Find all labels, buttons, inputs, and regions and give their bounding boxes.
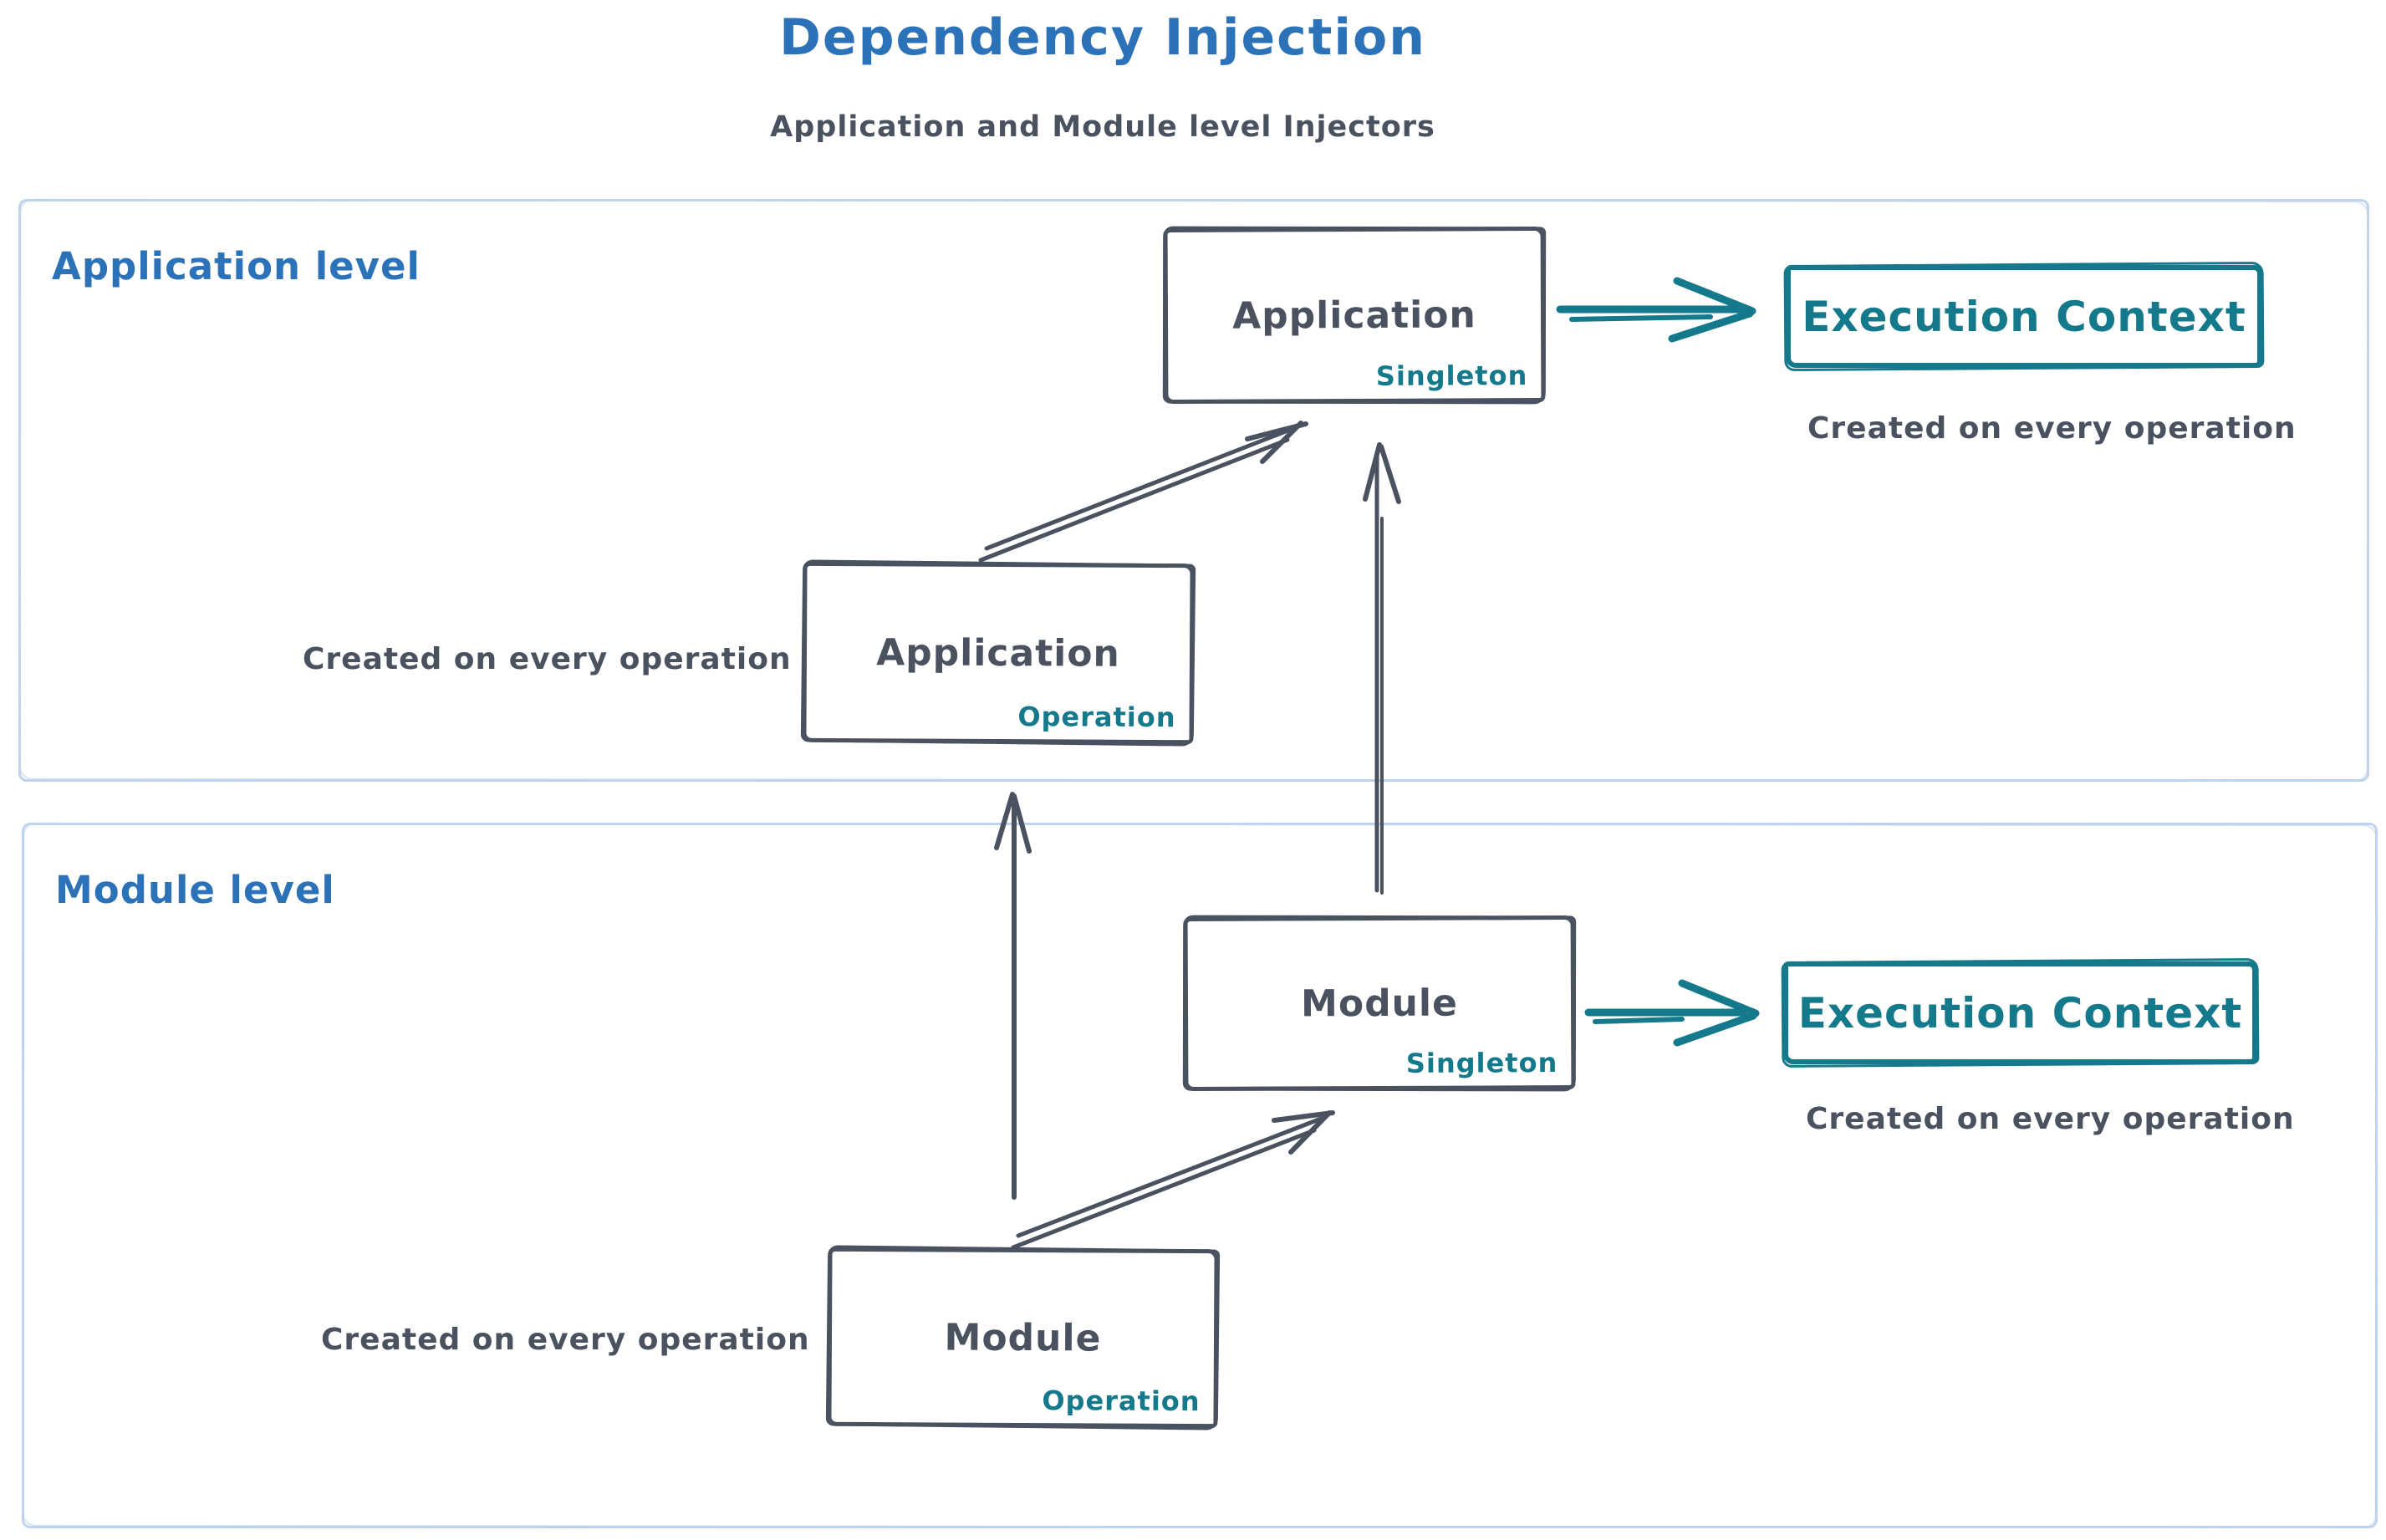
module-operation-box: Module Operation <box>827 1247 1219 1429</box>
application-singleton-scope: Singleton <box>1375 360 1528 392</box>
application-execution-caption: Created on every operation <box>1807 411 2297 446</box>
application-operation-scope: Operation <box>1017 701 1176 734</box>
module-level-section <box>22 823 2378 1528</box>
module-level-label: Module level <box>55 868 335 912</box>
page-title: Dependency Injection <box>779 8 1426 67</box>
module-singleton-name: Module <box>1300 982 1458 1025</box>
module-execution-caption: Created on every operation <box>1806 1102 2295 1136</box>
module-operation-name: Module <box>944 1316 1102 1359</box>
page-subtitle: Application and Module level Injectors <box>770 110 1435 144</box>
module-operation-caption: Created on every operation <box>321 1323 810 1357</box>
module-operation-scope: Operation <box>1042 1384 1201 1418</box>
application-operation-name: Application <box>876 630 1120 676</box>
module-execution-context-name: Execution Context <box>1797 988 2243 1038</box>
application-operation-box: Application Operation <box>802 561 1195 745</box>
application-execution-context-box: Execution Context <box>1786 265 2262 368</box>
module-singleton-scope: Singleton <box>1405 1047 1558 1079</box>
module-singleton-box: Module Singleton <box>1183 915 1576 1092</box>
application-level-section <box>18 199 2369 782</box>
application-execution-context-name: Execution Context <box>1802 292 2246 341</box>
application-level-label: Application level <box>52 244 421 288</box>
application-singleton-name: Application <box>1232 293 1476 338</box>
application-singleton-box: Application Singleton <box>1163 227 1546 404</box>
application-operation-caption: Created on every operation <box>303 642 792 676</box>
module-execution-context-box: Execution Context <box>1783 961 2257 1064</box>
